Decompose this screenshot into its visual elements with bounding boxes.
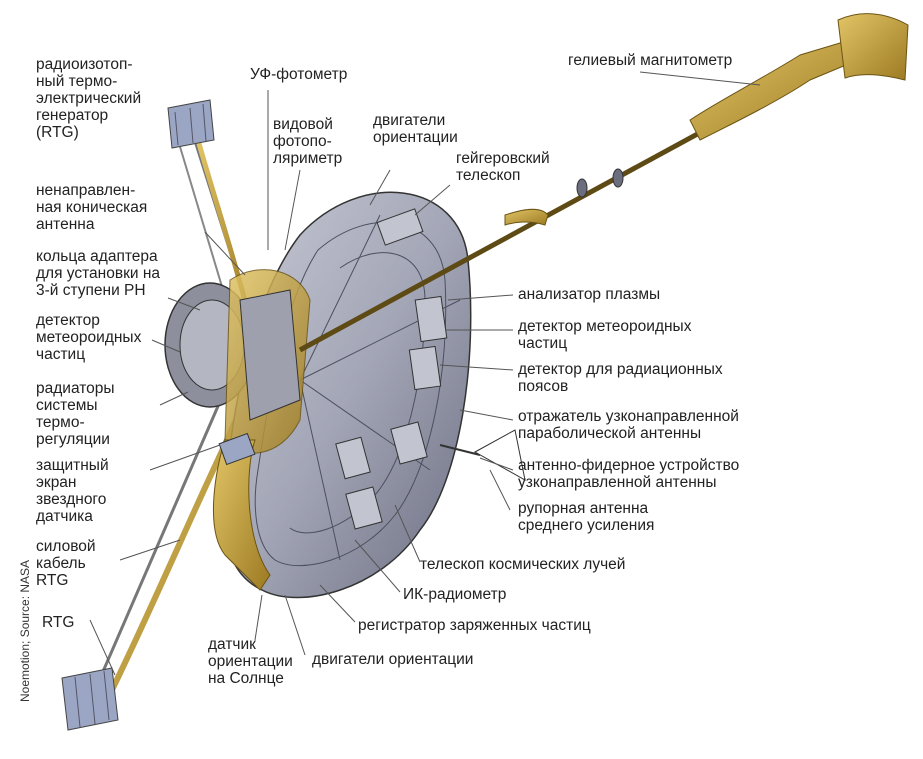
- label-horn-antenna: рупорная антенна среднего усиления: [518, 500, 654, 534]
- label-sun-sensor: датчик ориентации на Солнце: [208, 636, 293, 687]
- label-power-cable: силовой кабель RTG: [36, 538, 96, 589]
- label-charged-particles: регистратор заряженных частиц: [358, 617, 591, 634]
- label-meteoroid-right: детектор метеороидных частиц: [518, 318, 691, 352]
- image-credit: Noemotion; Source: NASA: [18, 582, 32, 702]
- label-plasma-analyzer: анализатор плазмы: [518, 286, 660, 303]
- label-reflector: отражатель узконаправленной параболическ…: [518, 408, 739, 442]
- label-cosmic-ray-telescope: телескоп космических лучей: [420, 556, 625, 573]
- label-uv-photometer: УФ-фотометр: [250, 66, 347, 83]
- label-star-shield: защитный экран звездного датчика: [36, 457, 109, 525]
- label-omni-antenna: ненаправлен- ная коническая антенна: [36, 182, 147, 233]
- label-radiation-detector: детектор для радиационных поясов: [518, 361, 723, 395]
- label-radiators: радиаторы системы термо- регуляции: [36, 380, 115, 448]
- label-imaging-photopolarimeter: видовой фотопо- ляриметр: [273, 116, 342, 167]
- label-rtg-top: радиоизотоп- ный термо- электрический ге…: [36, 56, 141, 141]
- label-thrusters-bottom: двигатели ориентации: [312, 651, 473, 668]
- rtg-top-unit: [168, 100, 214, 148]
- rtg-bottom-unit: [62, 668, 118, 730]
- label-rtg-bottom: RTG: [42, 614, 74, 631]
- label-meteoroid-left: детектор метеороидных частиц: [36, 312, 141, 363]
- label-ir-radiometer: ИК-радиометр: [403, 586, 506, 603]
- label-thrusters-top: двигатели ориентации: [373, 112, 458, 146]
- label-adapter-rings: кольца адаптера для установки на 3-й сту…: [36, 248, 160, 299]
- label-helium-magnetometer: гелиевый магнитометр: [568, 52, 732, 69]
- label-feed-assembly: антенно-фидерное устройство узконаправле…: [518, 457, 739, 491]
- label-geiger-telescope: гейгеровский телескоп: [456, 150, 550, 184]
